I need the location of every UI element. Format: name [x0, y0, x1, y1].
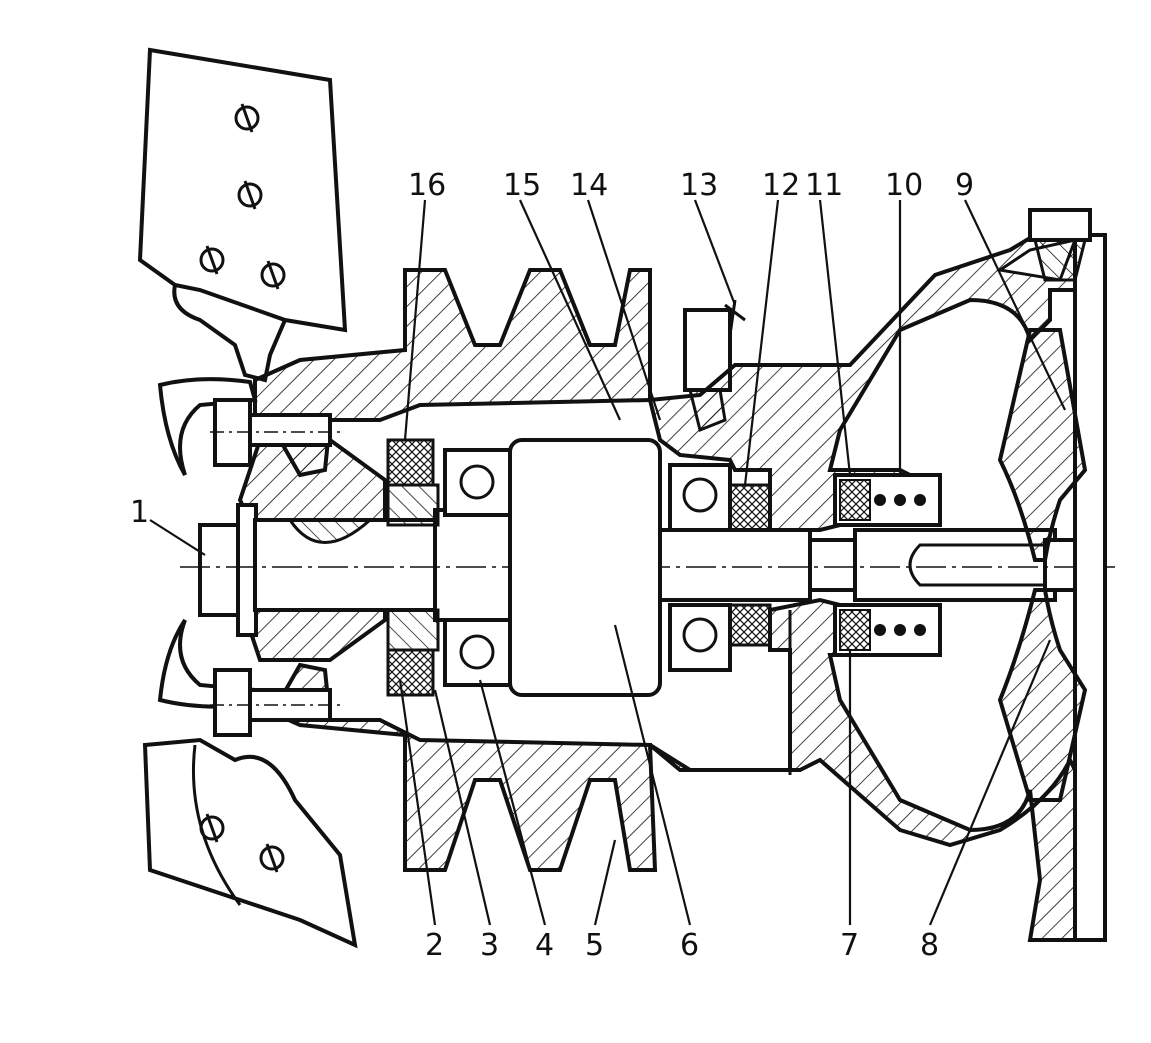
leader-15 [518, 199, 622, 421]
leader-13 [693, 199, 737, 306]
ball-bearing-left-upper [443, 448, 512, 517]
spring-seal-upper [833, 473, 942, 527]
leader-3 [433, 689, 492, 926]
spring-seal-lower [833, 603, 942, 657]
leader-lines [149, 199, 1066, 926]
callout-13: 13 [680, 168, 718, 203]
callout-7: 7 [840, 928, 859, 963]
fan-blade-top [137, 47, 348, 383]
fan-spider-lower [157, 618, 258, 709]
impeller-upper [997, 328, 1088, 562]
callout-5: 5 [585, 928, 604, 963]
oil-seal-upper [386, 438, 435, 487]
oil-seal-lower [386, 648, 435, 697]
callout-16: 16 [408, 168, 446, 203]
callout-1: 1 [130, 495, 149, 530]
pulley-lower [253, 662, 658, 872]
leader-14 [586, 199, 662, 421]
callout-3: 3 [480, 928, 499, 963]
callout-6: 6 [680, 928, 699, 963]
callout-2: 2 [425, 928, 444, 963]
leader-9 [964, 199, 1066, 411]
leader-6 [613, 624, 692, 926]
leader-4 [478, 679, 547, 926]
felt-seal-upper [728, 483, 772, 532]
housing-bolt-top [1028, 208, 1092, 282]
fan-spider-upper [157, 377, 258, 476]
callout-12: 12 [762, 168, 800, 203]
impeller-lower [997, 588, 1088, 802]
ball-bearing-right-upper [668, 463, 732, 532]
leader-5 [593, 839, 617, 926]
ball-bearing-right-lower [668, 603, 732, 672]
ball-bearing-left-lower [443, 618, 512, 687]
callout-labels: 16 15 14 13 12 11 10 9 1 2 3 4 5 6 7 8 [130, 168, 974, 963]
flange-bolt-upper [210, 398, 345, 467]
seal-ring-upper [386, 483, 440, 527]
pump-shaft [253, 498, 1077, 632]
leader-8 [928, 639, 1052, 926]
callout-9: 9 [955, 168, 974, 203]
fan-blade-bottom [142, 737, 358, 949]
callout-8: 8 [920, 928, 939, 963]
callout-11: 11 [805, 168, 843, 203]
leader-2 [398, 679, 437, 926]
leader-1 [149, 519, 206, 556]
felt-seal-lower [728, 603, 772, 647]
leader-12 [743, 199, 780, 486]
callout-4: 4 [535, 928, 554, 963]
callout-15: 15 [503, 168, 541, 203]
callout-10: 10 [885, 168, 923, 203]
leader-16 [403, 199, 427, 441]
spacer-sleeve [508, 438, 662, 697]
seal-ring-lower [386, 608, 440, 652]
leader-11 [818, 199, 852, 476]
callout-14: 14 [570, 168, 608, 203]
flange-bolt-lower [210, 668, 345, 737]
shaft-nut [198, 503, 258, 637]
hub-upper [237, 438, 387, 522]
